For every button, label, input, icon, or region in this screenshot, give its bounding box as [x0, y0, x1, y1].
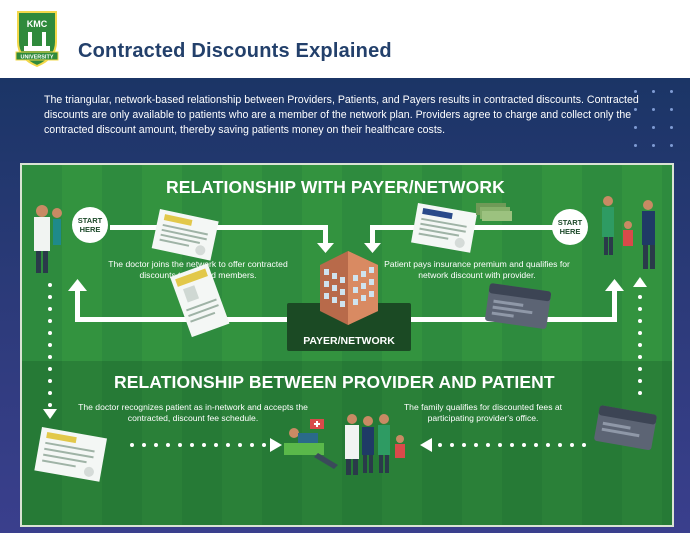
dotted-arrow-bottom-right [420, 438, 586, 452]
patient-on-bench-icon [284, 428, 338, 469]
kmc-university-logo: KMC UNIVERSITY [15, 11, 59, 68]
payer-network-label: PAYER/NETWORK [303, 335, 395, 347]
approved-scroll-icon [170, 263, 230, 338]
doctor-bottom-icon [345, 414, 359, 475]
family-bottom-icon [362, 414, 405, 473]
logo-text-bottom: UNIVERSITY [20, 55, 53, 61]
fee-schedule-document-icon [34, 427, 107, 482]
dotted-arrow-bottom-left [130, 438, 282, 452]
family-icon [602, 196, 655, 269]
contract-document-icon [151, 209, 219, 261]
diagram-graphics [34, 196, 657, 482]
payer-building-icon [320, 251, 378, 325]
start-here-right-badge: START HERE [552, 209, 588, 245]
diagram-panel: RELATIONSHIP WITH PAYER/NETWORK RELATION… [20, 163, 674, 527]
doctor-recognizes-text: The doctor recognizes patient as in-netw… [78, 402, 308, 423]
payer-network-heading: RELATIONSHIP WITH PAYER/NETWORK [166, 177, 505, 197]
insurance-card-icon [485, 283, 552, 329]
family-qualifies-text: The family qualifies for discounted fees… [403, 402, 563, 423]
patient-pays-text: Patient pays insurance premium and quali… [384, 259, 570, 280]
arrow-top-left [110, 225, 334, 253]
provider-patient-heading: RELATIONSHIP BETWEEN PROVIDER AND PATIEN… [114, 372, 555, 392]
dotted-line-right [633, 277, 647, 395]
first-aid-kit-icon [310, 419, 324, 429]
insurance-card-bottom-icon [594, 405, 657, 451]
intro-paragraph: The triangular, network-based relationsh… [44, 94, 639, 136]
page-title: Contracted Discounts Explained [78, 40, 392, 62]
start-here-left-badge: START HERE [72, 207, 108, 243]
arrow-payer-to-provider [68, 279, 287, 322]
insurance-policy-document-icon [411, 203, 478, 253]
doctor-icon [34, 205, 62, 273]
money-stack-icon [476, 203, 512, 221]
dotted-line-left [43, 283, 57, 419]
header: KMC UNIVERSITY Contracted Discounts Expl… [0, 0, 690, 78]
logo-text-top: KMC [27, 19, 48, 29]
